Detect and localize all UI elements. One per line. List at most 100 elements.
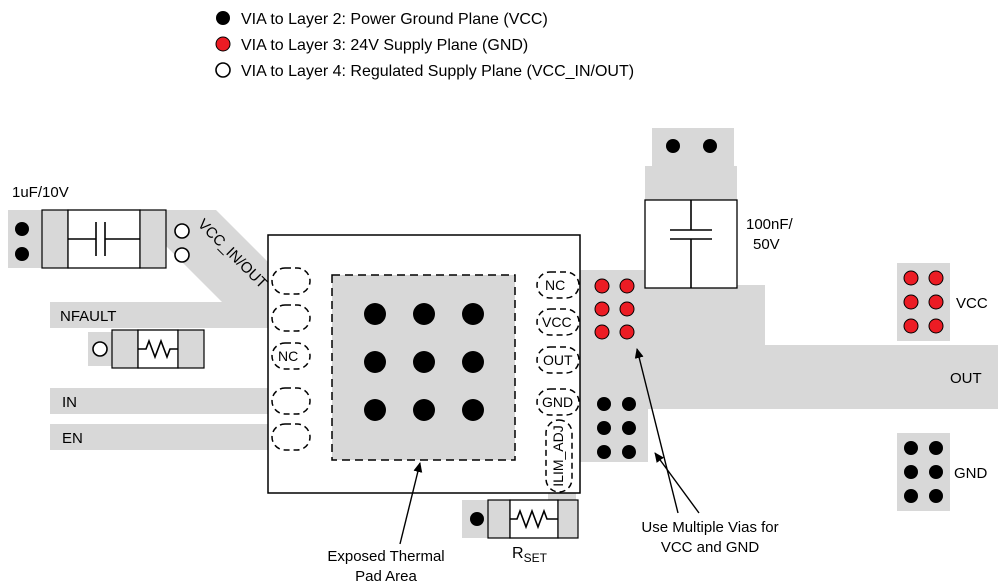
en-trace — [50, 424, 272, 450]
red-via — [928, 294, 944, 310]
vias — [15, 139, 944, 526]
red-via — [903, 318, 919, 334]
en-label: EN — [62, 430, 83, 447]
in-trace — [50, 388, 272, 414]
input-capacitor — [41, 209, 167, 269]
thermal-via — [413, 351, 435, 373]
black-via — [470, 512, 484, 526]
black-via — [622, 445, 636, 459]
in-label: IN — [62, 394, 77, 411]
black-via — [597, 445, 611, 459]
pin-pad-in — [271, 387, 311, 415]
pin-label-gnd: GND — [542, 394, 573, 410]
thermal-pad-annotation-line1: Exposed Thermal — [327, 548, 444, 565]
thermal-via — [462, 399, 484, 421]
pin-pad-out — [536, 346, 580, 374]
multiple-vias-annotation-line2: VCC and GND — [661, 539, 760, 556]
thermal-via — [364, 351, 386, 373]
thermal-pad-annotation-line2: Pad Area — [355, 568, 417, 585]
legend: VIA to Layer 2: Power Ground Plane (VCC)… — [215, 11, 634, 80]
pin-pad-gnd — [536, 388, 580, 416]
red-via — [619, 301, 635, 317]
black-via — [904, 441, 918, 455]
black-via — [929, 465, 943, 479]
red-via — [594, 301, 610, 317]
pin-label-nc-right: NC — [545, 277, 565, 293]
thermal-via — [413, 303, 435, 325]
black-via — [929, 441, 943, 455]
output-capacitor — [644, 199, 738, 289]
open-via — [92, 341, 108, 357]
output-cap-label-line2: 50V — [753, 236, 780, 253]
red-via — [619, 324, 635, 340]
black-via — [904, 465, 918, 479]
output-cap-label-line1: 100nF/ — [746, 216, 794, 233]
pin-label-nc-left: NC — [278, 348, 298, 364]
legend-open-via-icon — [215, 62, 231, 78]
legend-item-label: VIA to Layer 4: Regulated Supply Plane (… — [241, 63, 634, 80]
nfault-resistor — [111, 329, 205, 369]
vcc-plane-label: VCC — [956, 295, 988, 312]
nfault-label: NFAULT — [60, 308, 116, 325]
ic-package: NC NC VCC OUT GND ILIM_ADJ — [267, 234, 581, 494]
vcc-cap-trace — [645, 285, 765, 345]
red-via — [594, 324, 610, 340]
legend-item-label: VIA to Layer 3: 24V Supply Plane (GND) — [241, 37, 528, 54]
black-via — [703, 139, 717, 153]
black-via — [622, 397, 636, 411]
out-trace-label: OUT — [950, 370, 982, 387]
thermal-pad-arrow — [399, 462, 423, 545]
black-via — [904, 489, 918, 503]
output-cap-via-pad — [652, 128, 734, 166]
legend-black-via-icon — [216, 11, 230, 25]
vcc-vias-arrow — [634, 348, 679, 514]
thermal-via — [364, 303, 386, 325]
black-via — [622, 421, 636, 435]
pin-pad-en — [271, 423, 311, 451]
open-via — [174, 247, 190, 263]
input-cap-label: 1uF/10V — [12, 184, 69, 201]
legend-red-via-icon — [215, 36, 231, 52]
black-via — [929, 489, 943, 503]
vcc-trace — [580, 270, 646, 346]
pin-pad-vcc-in-out — [271, 267, 311, 295]
black-via — [15, 247, 29, 261]
rset-label-main: R — [512, 545, 524, 562]
black-via — [15, 222, 29, 236]
pin-pad-ilim-adj — [545, 419, 573, 493]
component-pad — [111, 329, 139, 369]
open-via — [174, 223, 190, 239]
thermal-via — [364, 399, 386, 421]
red-via — [903, 270, 919, 286]
pin-pad-nc-left — [271, 342, 311, 370]
black-via — [597, 397, 611, 411]
resistor-symbol — [510, 508, 558, 530]
gnd-plane-label: GND — [954, 465, 988, 482]
thermal-via — [462, 303, 484, 325]
red-via — [594, 278, 610, 294]
thermal-via — [413, 399, 435, 421]
legend-item-label: VIA to Layer 2: Power Ground Plane (VCC) — [241, 11, 548, 28]
output-cap-top-pad — [645, 166, 737, 202]
red-via — [903, 294, 919, 310]
red-via — [928, 318, 944, 334]
component-pad — [139, 209, 167, 269]
rset-resistor — [487, 499, 579, 539]
component-pad — [557, 499, 579, 539]
multiple-vias-annotation-line1: Use Multiple Vias for — [641, 519, 778, 536]
gnd-vias-arrow — [654, 452, 700, 514]
nfault-trace — [50, 302, 272, 328]
pin-label-out: OUT — [543, 352, 573, 368]
component-pad — [177, 329, 205, 369]
black-via — [666, 139, 680, 153]
pin-label-ilim-adj: ILIM_ADJ — [550, 425, 566, 486]
gnd-via-cluster-pad — [580, 392, 648, 462]
red-via — [928, 270, 944, 286]
rset-label: RSET — [512, 545, 548, 565]
pin-pad-vcc — [536, 308, 580, 336]
pin-label-vcc: VCC — [542, 314, 572, 330]
resistor-symbol — [138, 338, 178, 360]
annotations: Exposed Thermal Pad Area Use Multiple Vi… — [327, 348, 779, 585]
